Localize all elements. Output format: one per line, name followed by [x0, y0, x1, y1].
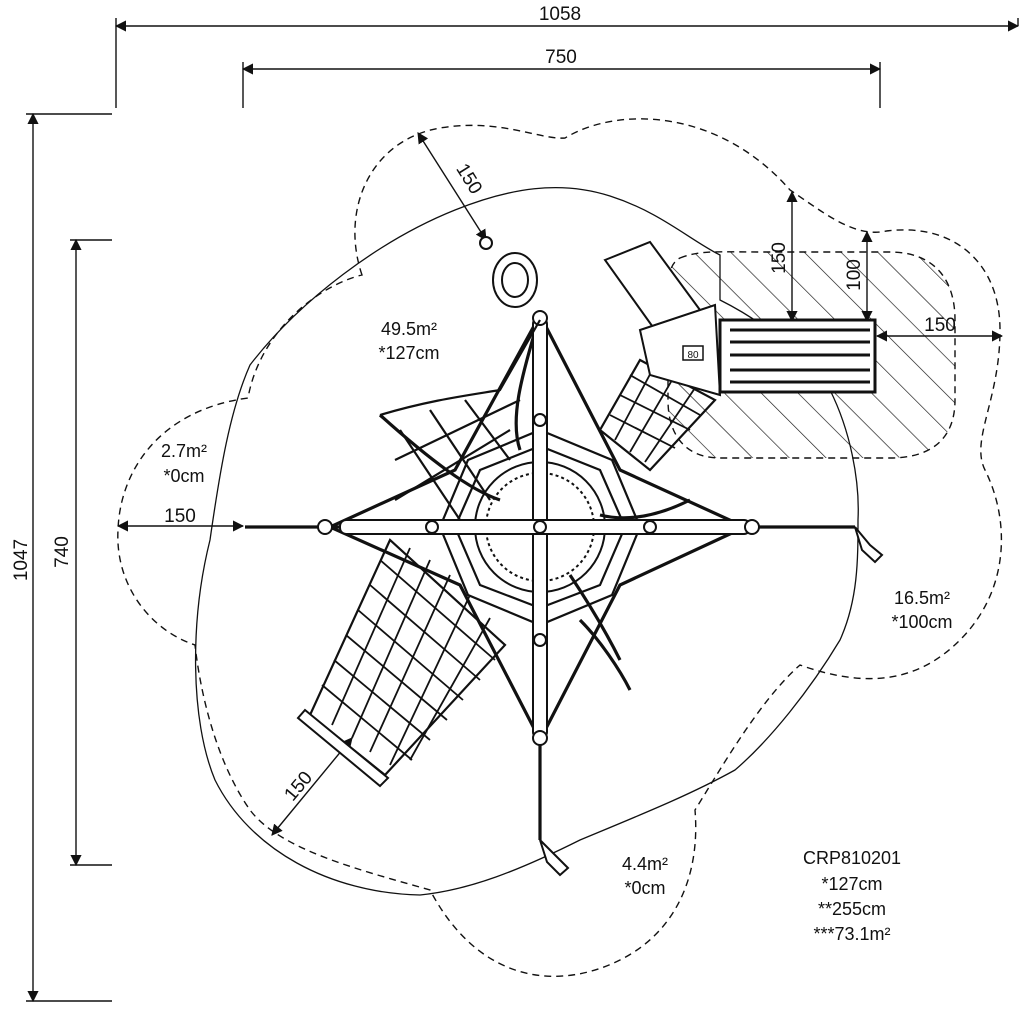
clearance-left: 150 — [116, 506, 245, 532]
area-label-bottom: 4.4m² *0cm — [622, 854, 668, 898]
height-total-label: 1047 — [11, 539, 32, 581]
spec-block: CRP810201 *127cm **255cm ***73.1m² — [803, 848, 901, 944]
equipment-ends — [479, 236, 884, 877]
spec-total-area: ***73.1m² — [813, 924, 890, 944]
area-label-main: 49.5m² *127cm — [378, 319, 439, 363]
product-code: CRP810201 — [803, 848, 901, 868]
area-right-size: 16.5m² — [894, 588, 950, 608]
spec-max-height: **255cm — [818, 899, 886, 919]
clearance-bottom-left-label: 150 — [281, 768, 317, 806]
clearance-left-label: 150 — [164, 506, 196, 527]
height-inner-label: 740 — [52, 536, 73, 568]
clearance-top: 150 — [417, 132, 487, 241]
climbing-structure — [245, 310, 855, 840]
use-area-boundary — [194, 186, 859, 896]
width-inner-label: 750 — [545, 47, 577, 68]
area-label-left: 2.7m² *0cm — [161, 441, 207, 486]
dimension-height-inner: 740 — [52, 238, 112, 867]
dimension-height-total: 1047 — [11, 112, 112, 1003]
area-right-height: *100cm — [891, 612, 952, 632]
dimension-width-inner: 750 — [241, 47, 882, 108]
area-label-right: 16.5m² *100cm — [891, 588, 952, 632]
area-main-height: *127cm — [378, 343, 439, 363]
area-main-size: 49.5m² — [381, 319, 437, 339]
area-left-height: *0cm — [163, 466, 204, 486]
width-total-label: 1058 — [539, 4, 581, 25]
spec-fall-height: *127cm — [821, 874, 882, 894]
area-left-size: 2.7m² — [161, 441, 207, 461]
slide-platform: 80 — [603, 240, 722, 397]
area-bottom-height: *0cm — [624, 878, 665, 898]
slide — [718, 318, 877, 394]
area-bottom-size: 4.4m² — [622, 854, 668, 874]
dimension-width-total: 1058 — [114, 4, 1020, 108]
platform-label: 80 — [687, 350, 699, 361]
